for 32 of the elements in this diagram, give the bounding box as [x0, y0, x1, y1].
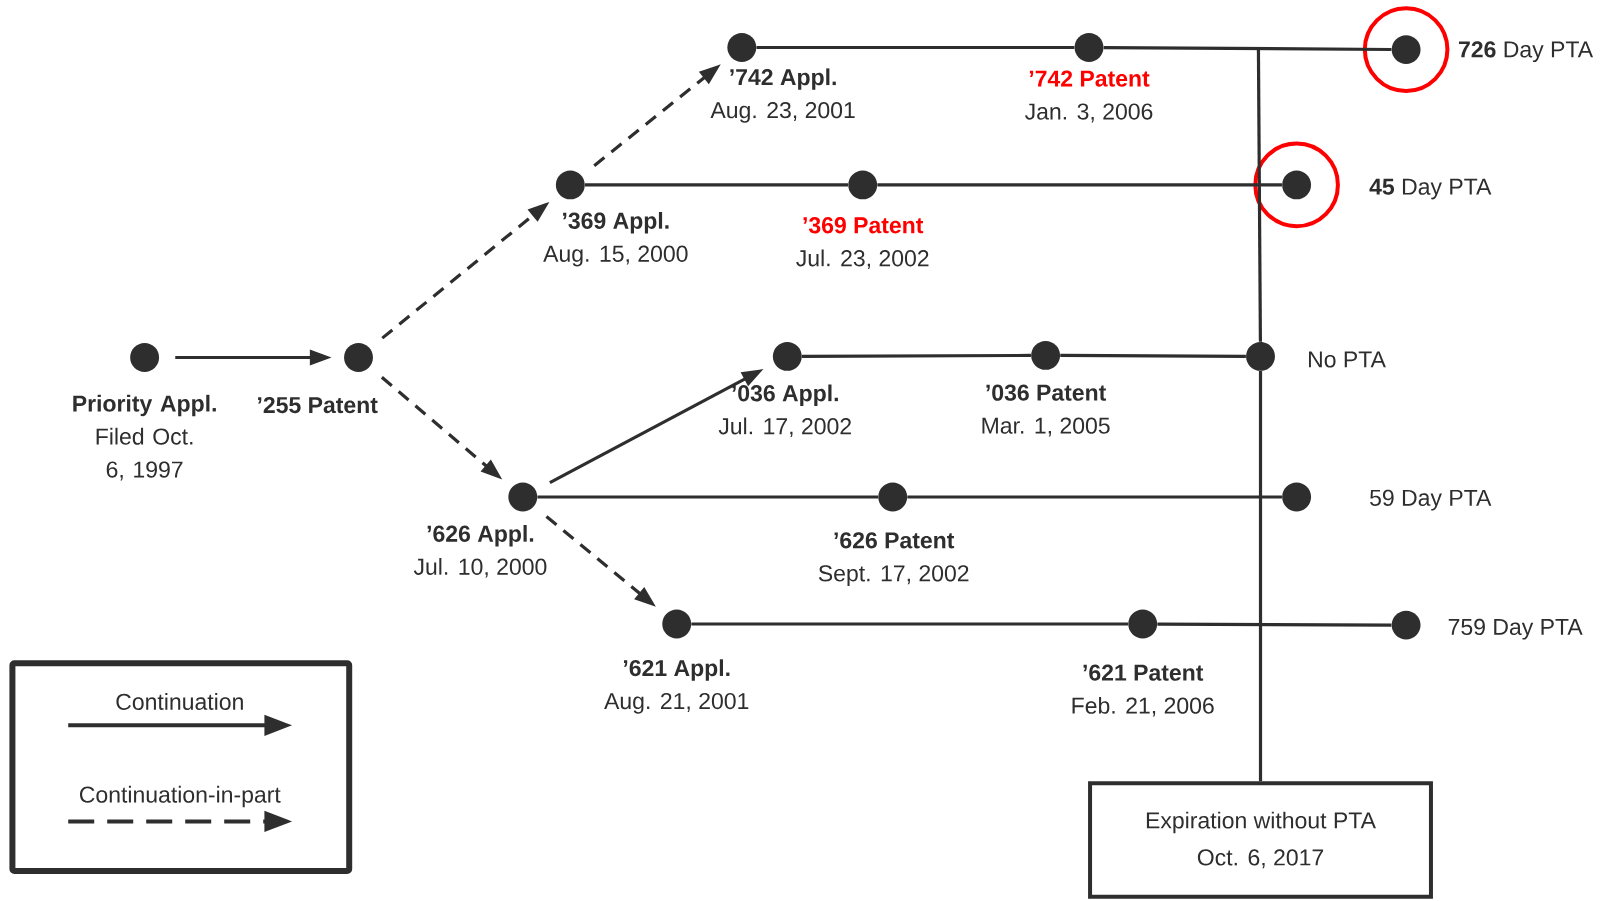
connector-line: [537, 495, 879, 499]
connector-line: [877, 183, 1282, 187]
legend-label: Continuation-in-part: [79, 785, 281, 808]
dot-label: ’255 Patent: [258, 396, 378, 414]
connector-line: [1256, 47, 1262, 342]
expiration-box: Expiration without PTA Oct. 6, 2017: [1088, 781, 1433, 899]
connector-line: [584, 183, 849, 187]
legend-label: Continuation: [116, 693, 243, 710]
dot-label: ’369 Patent Jul. 23, 2002: [796, 217, 929, 270]
dot-label: ’626 Patent Sept. 17, 2002: [818, 532, 969, 586]
dot-label: ’036 Appl. Jul. 17, 2002: [718, 384, 851, 438]
dot-label: ’621 Appl. Aug. 21, 2001: [604, 659, 749, 714]
connector-line: [1258, 371, 1263, 782]
connector-line: [1103, 46, 1392, 52]
dot-label: 726 Day PTA: [1459, 41, 1594, 63]
dot-label: No PTA: [1309, 351, 1386, 368]
connector-line: [1157, 622, 1392, 627]
dot-label: ’036 Patent Mar. 1, 2005: [982, 384, 1110, 437]
dot-label: ’369 Appl. Aug. 15, 2000: [543, 212, 688, 267]
connector-line: [801, 353, 1031, 358]
dot-label: 759 Day PTA: [1448, 618, 1583, 640]
dot-label: 59 Day PTA: [1370, 489, 1492, 511]
connector-line: [907, 495, 1282, 499]
connector-line: [756, 45, 1075, 50]
dot-label: ’626 Appl. Jul. 10, 2000: [413, 525, 547, 578]
dot-label: 45 Day PTA: [1369, 178, 1492, 200]
connector-line: [691, 622, 1129, 626]
dot-label: ’621 Patent Feb. 21, 2006: [1072, 664, 1214, 717]
dot-label: Priority Appl. Filed Oct. 6, 1997: [73, 394, 216, 481]
dot-label: ’742 Patent Jan. 3, 2006: [1025, 70, 1153, 123]
dot-label: ’742 Appl. Aug. 23, 2001: [710, 68, 855, 123]
connector-line: [1060, 353, 1246, 358]
